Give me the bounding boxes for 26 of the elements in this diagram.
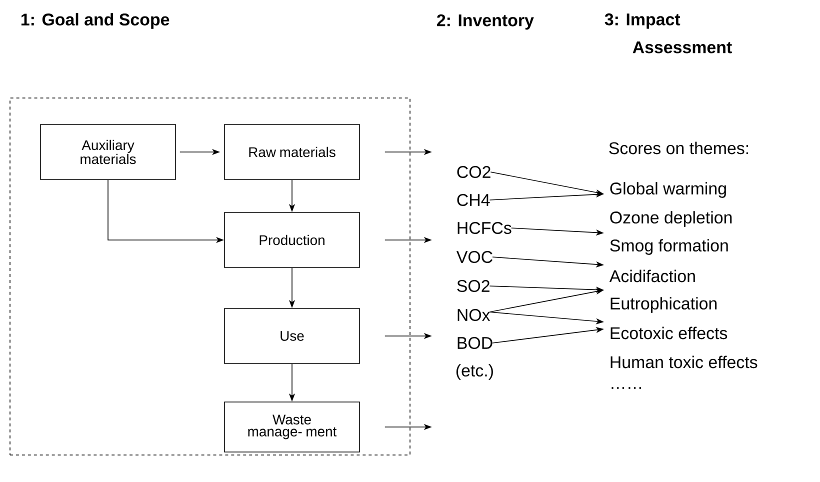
- process-box: Auxiliary materials: [40, 124, 176, 180]
- substance-label: NOx: [458, 309, 490, 321]
- impact-theme: Global warming: [610, 182, 726, 198]
- substance-label: (etc.): [456, 364, 493, 380]
- section-note: Scores on themes:: [609, 142, 748, 154]
- substance-label: BOD: [458, 337, 492, 349]
- heading: 2: Inventory: [437, 14, 534, 30]
- process-box: Use: [224, 308, 360, 364]
- heading: 1: Goal and Scope: [21, 13, 170, 29]
- impact-theme: Ecotoxic effects: [610, 326, 728, 340]
- substance-label: VOC: [456, 251, 492, 263]
- substance-label: SO2: [457, 280, 490, 292]
- system-boundary: [10, 98, 410, 456]
- process-box: Production: [224, 212, 360, 268]
- impact-theme: Eutrophication: [610, 297, 717, 313]
- ellipsis: ……: [612, 387, 641, 389]
- substance-label: CO2: [457, 166, 490, 178]
- substance-label: HCFCs: [458, 222, 512, 234]
- process-box: Raw materials: [224, 124, 360, 180]
- heading: 3: Impact Assessment: [604, 13, 732, 54]
- impact-theme: Smog formation: [610, 239, 728, 255]
- impact-theme: Acidifaction: [609, 270, 695, 282]
- impact-theme: Human toxic effects: [610, 356, 758, 368]
- substance-label: CH4: [457, 194, 490, 206]
- process-box: Waste manage- ment: [224, 402, 360, 452]
- impact-theme: Ozone depletion: [610, 211, 732, 227]
